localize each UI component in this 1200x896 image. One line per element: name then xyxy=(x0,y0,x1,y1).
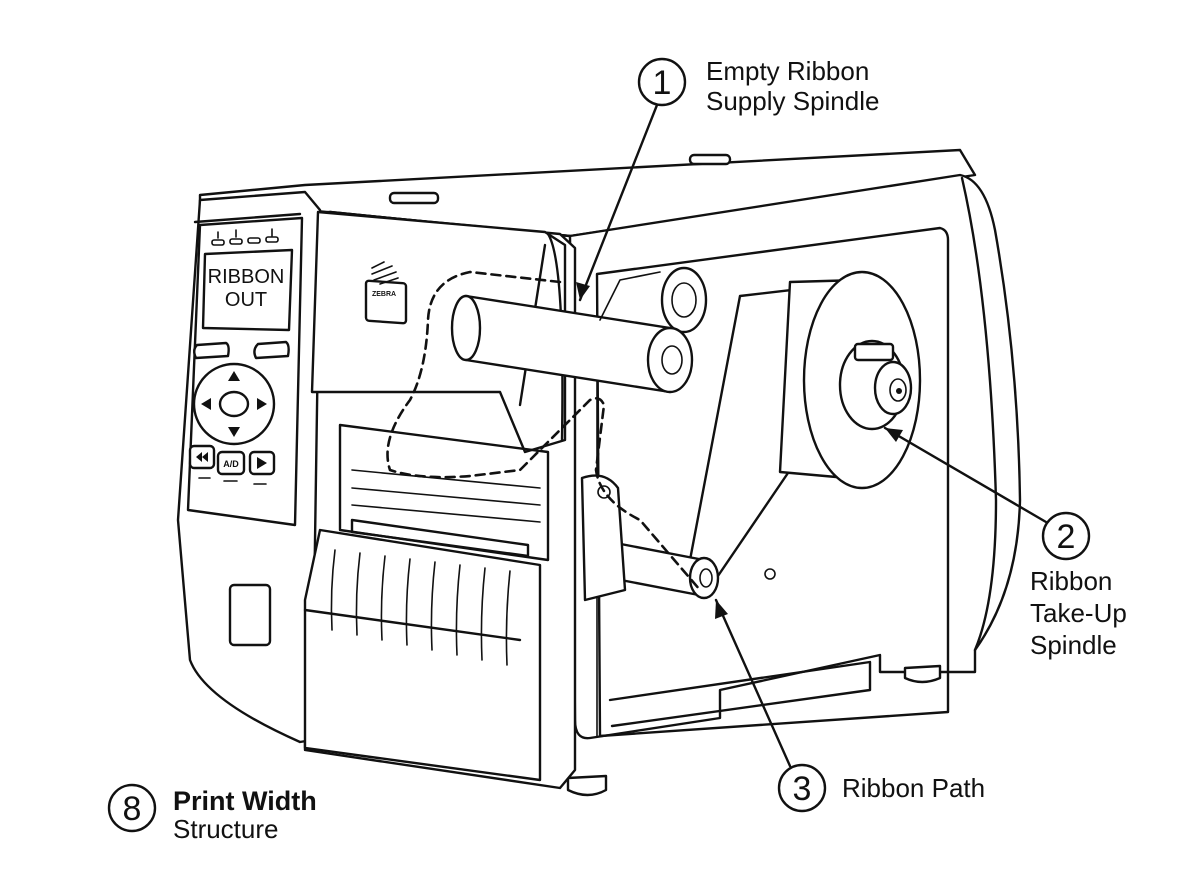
navigation-pad xyxy=(192,362,276,446)
figure-legend: 8 Print Width Structure xyxy=(107,783,317,844)
callout-1-label-line-1: Empty Ribbon xyxy=(706,56,869,86)
left-arrow-icon[interactable] xyxy=(201,398,211,410)
control-panel: RIBBON OUT A/D xyxy=(186,216,304,527)
left-soft-key[interactable] xyxy=(193,341,230,360)
up-arrow-icon[interactable] xyxy=(228,371,240,381)
callout-1-label-line-2: Supply Spindle xyxy=(706,86,879,116)
legend-title: Print Width xyxy=(173,786,317,816)
callout-3-arrowhead xyxy=(715,600,728,619)
callout-2-label-line-2: Take-Up xyxy=(1030,598,1127,628)
display-line-1: RIBBON xyxy=(208,266,285,288)
legend-number: 8 xyxy=(123,790,142,828)
callout-2-label-line-3: Spindle xyxy=(1030,630,1117,660)
take-up-roll xyxy=(778,270,922,490)
callout-1-arrowhead xyxy=(576,282,590,300)
ok-button[interactable] xyxy=(218,390,250,418)
callout-3-label: Ribbon Path xyxy=(842,773,985,803)
callout-2-number: 2 xyxy=(1057,518,1076,556)
callout-1: 1 Empty Ribbon Supply Spindle xyxy=(576,56,879,302)
ad-button-label: A/D xyxy=(223,459,239,469)
callout-2-label-line-1: Ribbon xyxy=(1030,566,1112,596)
rewind-icon xyxy=(196,452,208,462)
printer-illustration: ZEBRA xyxy=(176,148,1022,797)
callout-3: 3 Ribbon Path xyxy=(714,598,985,813)
play-icon xyxy=(257,457,267,469)
legend-subtitle: Structure xyxy=(173,814,279,844)
callout-2-arrowhead xyxy=(885,428,903,442)
ad-button[interactable] xyxy=(216,450,246,476)
down-arrow-icon[interactable] xyxy=(228,427,240,437)
right-soft-key[interactable] xyxy=(253,340,290,360)
ribbon-path-line xyxy=(386,270,702,592)
zebra-logo: ZEBRA xyxy=(364,261,408,325)
callout-1-number: 1 xyxy=(653,64,672,102)
zebra-logo-text: ZEBRA xyxy=(372,291,396,298)
callout-2: 2 Ribbon Take-Up Spindle xyxy=(883,426,1127,660)
lcd-display xyxy=(201,248,294,332)
supply-spindle xyxy=(450,266,708,394)
lower-front-door xyxy=(303,528,542,782)
right-arrow-icon[interactable] xyxy=(257,398,267,410)
door-ribs xyxy=(330,549,511,666)
status-indicators xyxy=(211,228,279,246)
callout-3-number: 3 xyxy=(793,770,812,808)
display-line-2: OUT xyxy=(225,289,267,311)
